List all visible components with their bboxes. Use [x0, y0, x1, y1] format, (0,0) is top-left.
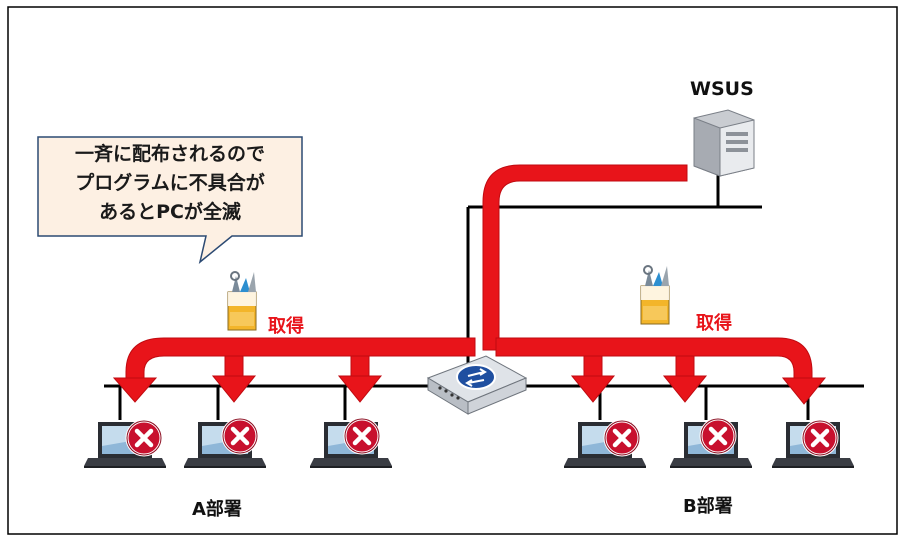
get-label-left: 取得 [268, 316, 304, 337]
dept-b-label: B部署 [683, 496, 733, 517]
error-x-icon [127, 421, 161, 455]
error-x-icon [345, 419, 379, 453]
error-x-icon [605, 421, 639, 455]
get-label-right: 取得 [696, 313, 732, 334]
error-x-icon [223, 419, 257, 453]
callout-line: あるとPCが全滅 [99, 201, 241, 223]
distribution-arrows [112, 164, 827, 405]
error-x-icon [803, 421, 837, 455]
callout-text: 一斉に配布されるので プログラムに不具合が あるとPCが全滅 [38, 140, 302, 227]
error-x-icon [701, 419, 735, 453]
callout-line: プログラムに不具合が [75, 172, 265, 194]
server-icon [693, 109, 755, 177]
network-router-icon [426, 355, 528, 415]
server-label: WSUS [690, 78, 754, 100]
callout-bubble [37, 136, 303, 264]
callout-line: 一斉に配布されるので [74, 143, 265, 165]
dept-a-label: A部署 [192, 499, 242, 520]
